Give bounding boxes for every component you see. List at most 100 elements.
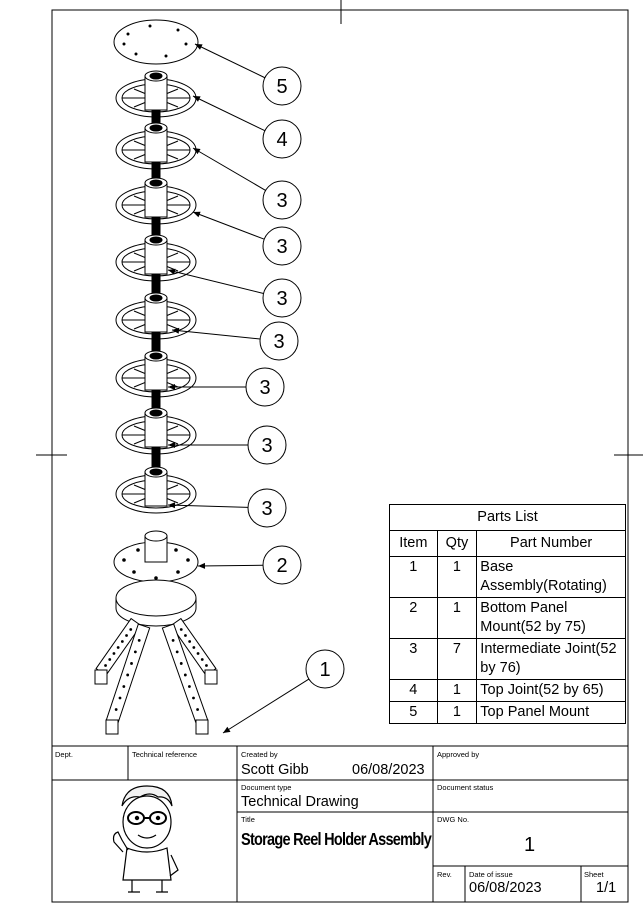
leg-hole: [188, 685, 191, 688]
reel-joint: [115, 407, 197, 473]
balloon-number: 3: [261, 435, 272, 457]
cell-qty: 7: [436, 638, 478, 680]
cell-qty: 1: [436, 556, 478, 598]
cell-part: Intermediate Joint(52 by 76): [476, 638, 626, 680]
document-type-label: Document type: [241, 783, 292, 792]
table-row: 4 1 Top Joint(52 by 65): [389, 679, 626, 702]
joint-hub-bore: [149, 124, 163, 132]
balloon-circle: [262, 226, 302, 266]
base-assembly: [94, 579, 218, 735]
leg-hole: [179, 662, 183, 665]
date-of-issue-value: 06/08/2023: [469, 880, 542, 896]
balloon-number: 2: [276, 555, 287, 577]
balloon-circle: [262, 545, 302, 585]
title-block: [52, 745, 628, 902]
leg-hole: [104, 664, 107, 667]
balloon-number: 3: [273, 331, 284, 353]
mount-hole: [132, 570, 136, 574]
table-row: 1 1 Base Assembly(Rotating): [389, 556, 626, 598]
date-of-issue-label: Date of issue: [469, 870, 513, 879]
leader-arrow: [168, 268, 176, 275]
leg-hole: [196, 652, 200, 655]
table-row: 5 1 Top Panel Mount: [389, 701, 626, 724]
leader-arrow: [198, 562, 206, 569]
leader-line: [192, 211, 265, 240]
dwg-no-value: 1: [524, 834, 536, 856]
header-part-number: Part Number: [476, 530, 626, 557]
joint-hub-bore: [149, 352, 163, 360]
leg-hole: [196, 708, 199, 711]
joint-hub-bore: [149, 236, 163, 244]
leader-arrow: [195, 44, 203, 50]
balloon-circle: [247, 488, 287, 528]
created-date-value: 06/08/2023: [352, 762, 425, 778]
balloon-leaders: [167, 43, 310, 734]
base-top-disc: [115, 579, 197, 617]
cell-part: Top Joint(52 by 65): [476, 679, 626, 702]
joint-hub-bore: [149, 409, 163, 417]
parts-list-title: Parts List: [389, 504, 626, 531]
cell-item: 4: [389, 679, 438, 702]
leg-hole: [192, 646, 196, 649]
leader-arrow: [193, 148, 201, 155]
leg-hole: [205, 664, 208, 667]
leg-hole: [200, 658, 204, 661]
mount-hole: [148, 24, 152, 28]
mount-hole: [186, 558, 190, 562]
mount-hole: [136, 548, 140, 552]
balloon-number: 4: [276, 129, 287, 151]
balloon-number: 3: [261, 498, 272, 520]
leg-hole: [116, 646, 120, 649]
leader-line: [167, 269, 264, 294]
leader-arrow: [172, 327, 180, 334]
mount-hole: [164, 54, 168, 58]
table-row: 3 7 Intermediate Joint(52 by 76): [389, 638, 626, 680]
parts-list: Parts List Item Qty Part Number 1 1 Base…: [389, 504, 626, 730]
mount-hole: [154, 576, 158, 580]
leg-foot: [94, 669, 108, 685]
leg-hole: [122, 685, 126, 688]
leader-line: [171, 329, 261, 340]
cell-qty: 1: [436, 679, 478, 702]
dwg-no-label: DWG No.: [437, 815, 470, 824]
mount-hole: [122, 42, 126, 46]
cell-item: 3: [389, 638, 438, 680]
balloon-number: 3: [276, 288, 287, 310]
leg-hole: [184, 634, 187, 637]
cell-part: Top Panel Mount: [476, 701, 626, 724]
leg-hole: [125, 634, 128, 637]
leg-foot: [204, 669, 218, 685]
approved-by-label: Approved by: [437, 750, 480, 759]
joint-hub-bore: [149, 468, 163, 476]
leg-hole: [137, 639, 141, 642]
mount-hole: [176, 570, 180, 574]
mount-hole: [184, 42, 188, 46]
cell-part: Base Assembly(Rotating): [476, 556, 626, 598]
rev-label: Rev.: [437, 870, 452, 879]
balloon-number: 3: [259, 377, 270, 399]
document-type-value: Technical Drawing: [241, 794, 359, 810]
leg-hole: [175, 650, 179, 654]
leg-hole: [129, 628, 133, 631]
reel-joint: [115, 350, 197, 414]
cell-qty: 1: [436, 701, 478, 724]
balloon-number: 1: [319, 659, 330, 681]
leader-arrow: [168, 442, 175, 448]
reel-joint: [115, 234, 197, 299]
drawing-title: Storage Reel Holder Assembly: [241, 829, 432, 849]
balloon-circle: [262, 119, 302, 159]
mount-hole: [126, 32, 130, 36]
avatar: [112, 785, 179, 893]
leg-hole: [126, 673, 130, 677]
leg-hole: [118, 696, 122, 700]
technical-reference-label: Technical reference: [132, 750, 198, 759]
bottom-mount-hub-top: [144, 530, 168, 542]
joint-hub-bore: [149, 72, 163, 80]
sheet-label: Sheet: [584, 870, 604, 879]
mount-hole: [174, 548, 178, 552]
sheet-border: [51, 9, 629, 903]
leg-hole: [183, 673, 187, 677]
header-qty: Qty: [436, 530, 478, 557]
created-by-label: Created by: [241, 750, 278, 759]
